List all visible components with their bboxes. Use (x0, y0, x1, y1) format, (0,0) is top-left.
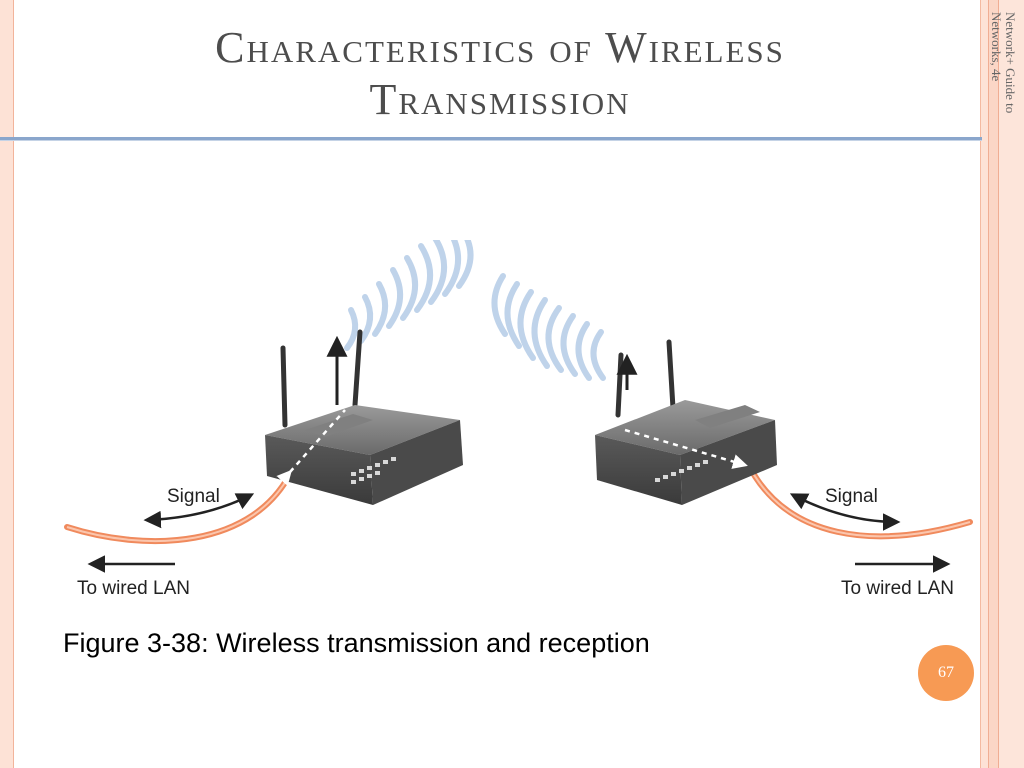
figure-caption: Figure 3-38: Wireless transmission and r… (63, 628, 650, 658)
wireless-figure: Signal To wired LAN Signal To wired LAN (64, 240, 973, 599)
left-signal-arrow (143, 493, 255, 529)
title-divider (0, 137, 982, 140)
title-divider-shadow (0, 140, 982, 141)
left-lan-label: To wired LAN (77, 578, 190, 599)
slide-title: Characteristics of Wireless Transmission (90, 22, 910, 126)
side-caption: Network+ Guide to Networks, 4e (989, 12, 1018, 192)
right-signal-arrow (789, 493, 901, 531)
left-router (265, 329, 463, 505)
left-border-line (13, 0, 14, 768)
right-router (595, 339, 777, 505)
right-lan-label: To wired LAN (841, 578, 954, 599)
right-border-stripes (980, 0, 1024, 768)
side-caption-line2: Networks, 4e (989, 12, 1004, 82)
right-radio-waves (491, 273, 606, 381)
slide-title-line1: Characteristics of Wireless (215, 23, 785, 72)
slide-title-line2: Transmission (369, 75, 631, 124)
left-radio-waves (344, 240, 474, 351)
page-number: 67 (938, 664, 954, 681)
side-caption-line1: Network+ Guide to (1003, 12, 1018, 114)
page-number-badge: 67 (918, 645, 974, 701)
left-border-stripe (0, 0, 13, 768)
right-signal-label: Signal (825, 486, 878, 507)
left-signal-label: Signal (167, 486, 220, 507)
